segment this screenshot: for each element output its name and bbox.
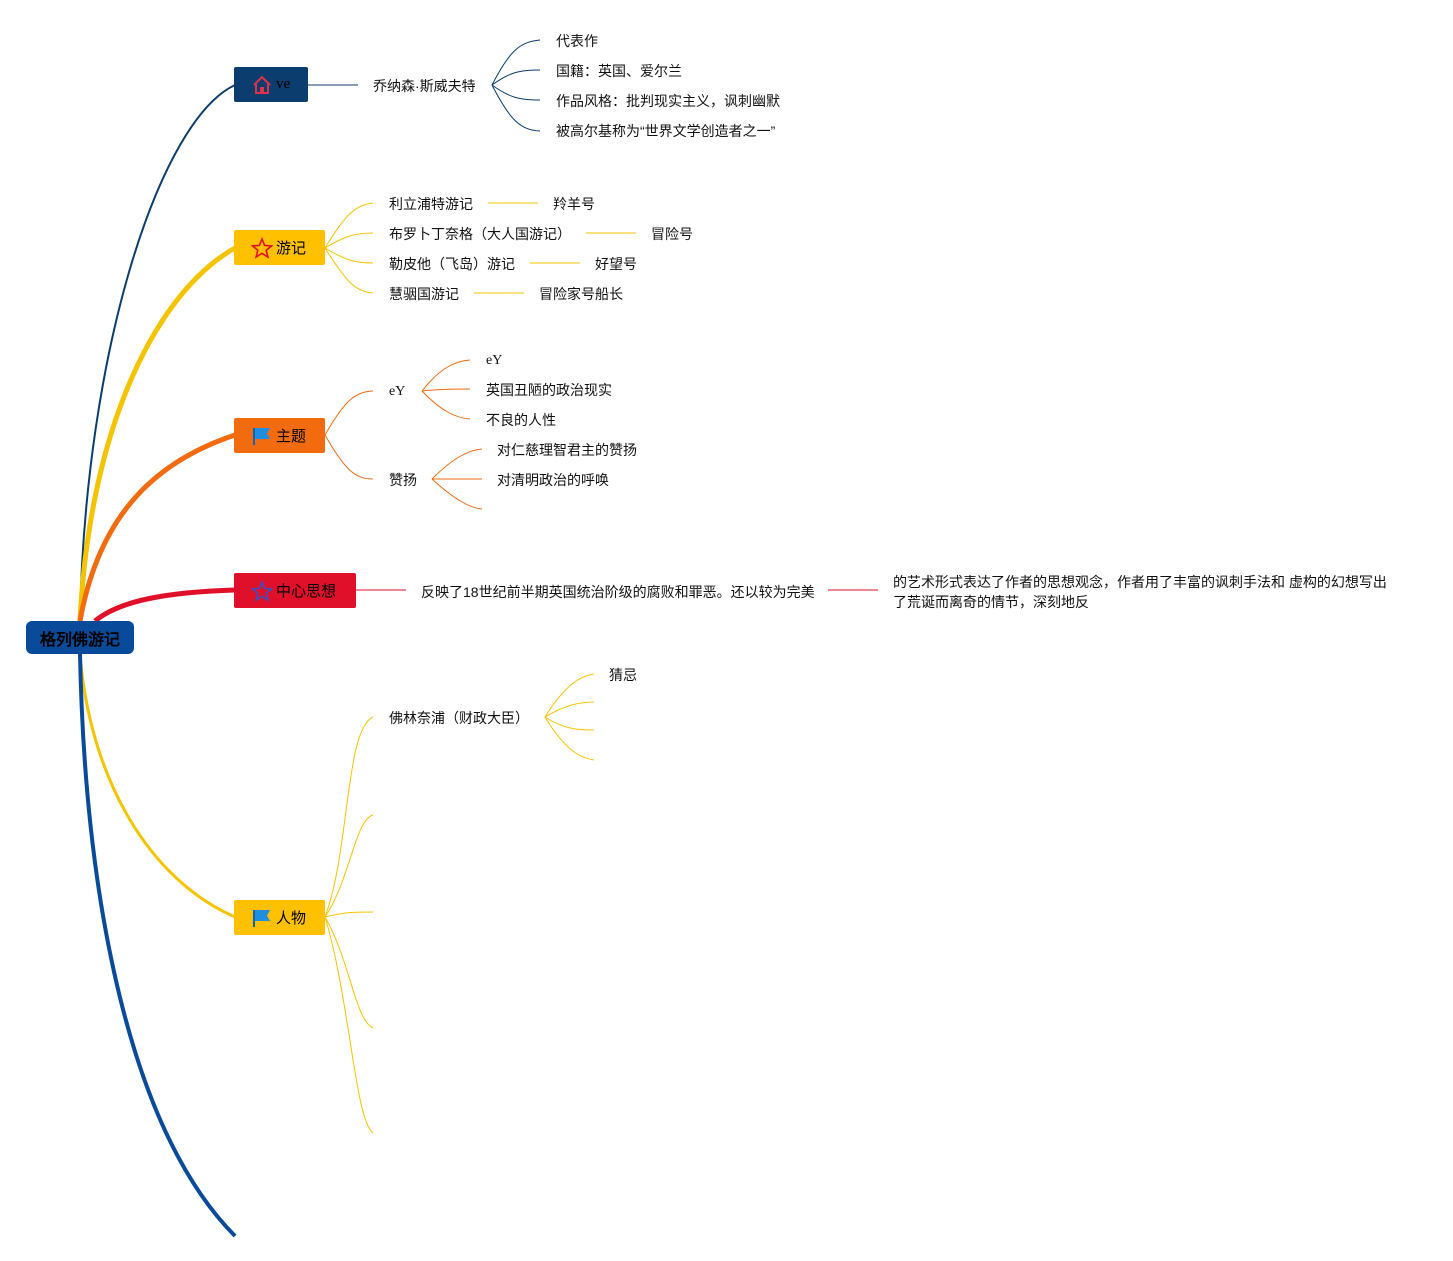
branch-label-renwu: 人物 bbox=[276, 910, 307, 927]
link-root-zhuti bbox=[77, 432, 236, 622]
ve-detail-2[interactable]: 国籍：英国、爱尔兰 bbox=[556, 63, 682, 79]
home-icon bbox=[251, 74, 273, 96]
zhuti-criticism-item-3[interactable]: 不良的人性 bbox=[486, 412, 556, 428]
link-root-bottom bbox=[78, 653, 237, 1238]
youji-ship-3[interactable]: 好望号 bbox=[595, 256, 637, 272]
branch-label-zhongxin: 中心思想 bbox=[276, 583, 337, 600]
branch-node-ve[interactable]: ve bbox=[234, 67, 308, 102]
branch-node-zhongxin[interactable]: 中心思想 bbox=[234, 573, 356, 608]
renwu-trait[interactable]: 猜忌 bbox=[609, 667, 637, 683]
branch-node-youji[interactable]: 游记 bbox=[234, 230, 325, 265]
flag-icon bbox=[251, 425, 273, 447]
branch-label-youji: 游记 bbox=[276, 240, 307, 257]
youji-ship-1[interactable]: 羚羊号 bbox=[553, 196, 595, 212]
youji-ship-4[interactable]: 冒险家号船长 bbox=[539, 286, 623, 302]
branch-label-zhuti: 主题 bbox=[276, 428, 307, 445]
youji-item-4[interactable]: 慧骃国游记 bbox=[389, 286, 459, 302]
zhongxin-text-2[interactable]: 的艺术形式表达了作者的思想观念，作者用了丰富的讽刺手法和 虚构的幻想写出了荒诞而… bbox=[893, 574, 1387, 610]
links-zhuti bbox=[324, 359, 483, 510]
ve-author[interactable]: 乔纳森·斯威夫特 bbox=[373, 78, 476, 94]
branch-node-zhuti[interactable]: 主题 bbox=[234, 418, 325, 453]
ve-detail-1[interactable]: 代表作 bbox=[556, 33, 598, 49]
zhuti-praise-label[interactable]: 赞扬 bbox=[389, 472, 417, 488]
links-ve-details bbox=[491, 39, 541, 132]
renwu-character[interactable]: 佛林奈浦（财政大臣） bbox=[389, 710, 529, 726]
zhuti-criticism-item-1[interactable]: eY bbox=[486, 353, 503, 368]
star-icon bbox=[251, 236, 273, 259]
ve-detail-3[interactable]: 作品风格：批判现实主义，讽刺幽默 bbox=[556, 93, 780, 109]
youji-item-2[interactable]: 布罗卜丁奈格（大人国游记） bbox=[389, 226, 571, 242]
links-youji-items bbox=[324, 202, 636, 294]
zhuti-praise-item-1[interactable]: 对仁慈理智君主的赞扬 bbox=[497, 442, 637, 458]
zhuti-criticism-item-2[interactable]: 英国丑陋的政治现实 bbox=[486, 382, 612, 398]
zhuti-criticism-label[interactable]: eY bbox=[389, 384, 406, 399]
branch-node-renwu[interactable]: 人物 bbox=[234, 900, 325, 935]
links-renwu bbox=[324, 673, 595, 1134]
branch-label-ve: ve bbox=[276, 76, 291, 92]
ve-detail-4[interactable]: 被高尔基称为“世界文学创造者之一” bbox=[556, 123, 776, 139]
zhongxin-text-1[interactable]: 反映了18世纪前半期英国统治阶级的腐败和罪恶。还以较为完美 bbox=[421, 584, 815, 600]
youji-item-3[interactable]: 勒皮他（飞岛）游记 bbox=[389, 256, 515, 272]
root-node-title[interactable]: 格列佛游记 bbox=[26, 621, 134, 654]
zhuti-praise-item-2[interactable]: 对清明政治的呼唤 bbox=[497, 472, 609, 488]
link-root-youji bbox=[77, 245, 237, 622]
youji-ship-2[interactable]: 冒险号 bbox=[651, 226, 693, 242]
flag-icon bbox=[251, 907, 273, 929]
link-root-renwu bbox=[78, 653, 236, 919]
youji-item-1[interactable]: 利立浦特游记 bbox=[389, 196, 473, 212]
link-root-zhongxin bbox=[93, 587, 236, 623]
star-outline-icon bbox=[251, 579, 273, 602]
link-root-ve bbox=[79, 84, 236, 622]
